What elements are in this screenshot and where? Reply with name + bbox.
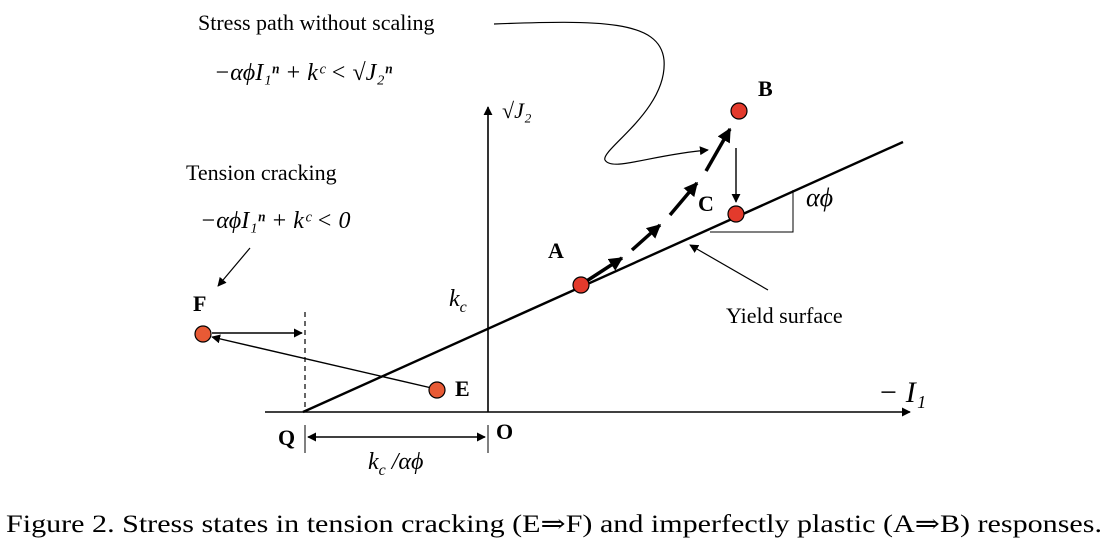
alpha-label: αϕ	[806, 183, 833, 212]
equation-tension: −αϕI₁ⁿ + kᶜ < 0	[200, 208, 350, 234]
curve-arrow-stress-path	[493, 21, 709, 165]
yield-surface-line	[302, 140, 904, 414]
label-c: C	[698, 191, 714, 216]
point-e	[428, 381, 446, 399]
path-a-b-seg3	[668, 181, 699, 217]
label-q: Q	[278, 425, 295, 450]
path-a-b-seg2	[630, 223, 662, 252]
label-a: A	[548, 238, 564, 263]
point-f	[194, 325, 212, 343]
equation-stress-path: −αϕI₁ⁿ + kᶜ < √J₂ⁿ	[214, 60, 393, 86]
pointer-yield	[689, 244, 769, 291]
label-e: E	[455, 376, 470, 401]
annotation-stress-path: Stress path without scaling	[198, 10, 434, 35]
figure-caption: Figure 2. Stress states in tension crack…	[6, 511, 1102, 538]
label-o: O	[496, 419, 513, 444]
annotation-yield-surface: Yield surface	[726, 303, 843, 328]
x-axis-label: − I₁	[878, 376, 926, 409]
slope-triangle	[710, 190, 794, 233]
point-a	[572, 276, 590, 294]
kc-over-alpha-label: kc /αϕ	[368, 449, 423, 479]
path-a-b-seg1	[581, 256, 624, 286]
path-a-b-seg4	[704, 127, 732, 172]
kc-label: kc	[449, 286, 467, 316]
point-c	[727, 205, 745, 223]
label-f: F	[193, 291, 206, 316]
arrow-e-to-f	[211, 334, 437, 390]
annotation-tension-cracking: Tension cracking	[186, 160, 337, 185]
pointer-tension	[217, 247, 251, 287]
point-b	[730, 102, 748, 120]
y-axis-label: √J₂	[502, 98, 532, 123]
label-b: B	[758, 76, 773, 101]
